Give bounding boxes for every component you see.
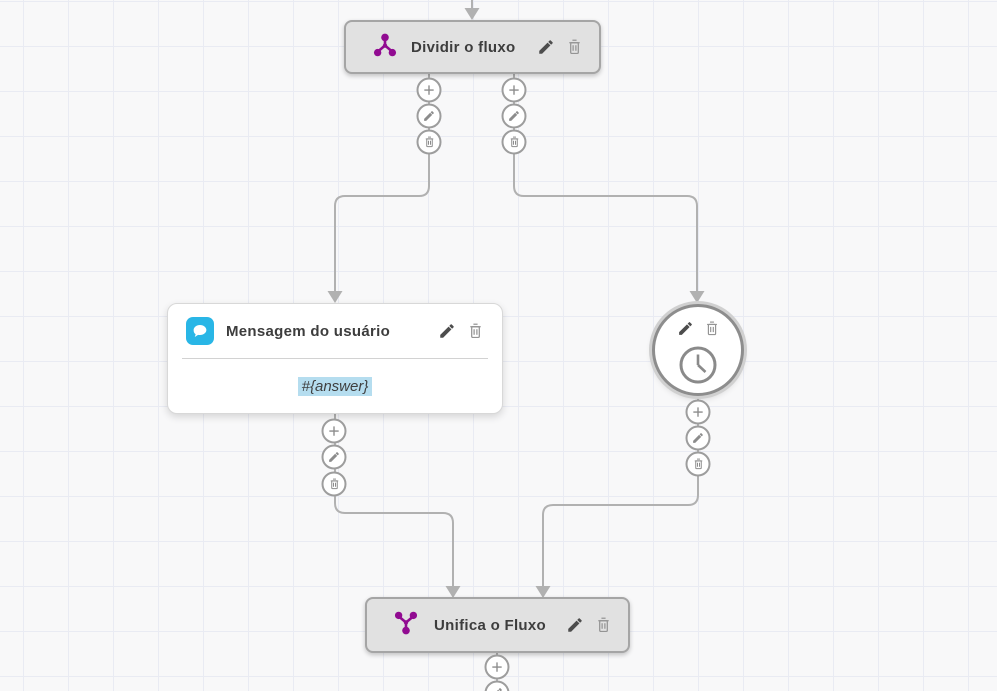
user-message-header: Mensagem do usuário: [168, 304, 502, 358]
answer-variable-token: #{answer}: [297, 377, 373, 396]
add-port-button[interactable]: [484, 654, 510, 680]
delete-port-button[interactable]: [685, 451, 711, 477]
clock-icon: [677, 344, 719, 391]
arrowhead-icon: [445, 586, 461, 598]
timer-node[interactable]: [652, 304, 744, 396]
user-message-body: #{answer}: [168, 359, 502, 414]
node-title: Unifica o Fluxo: [434, 616, 547, 634]
arrowhead-icon: [689, 291, 705, 303]
add-port-button[interactable]: [321, 418, 347, 444]
add-port-button[interactable]: [501, 77, 527, 103]
split-flow-node[interactable]: Dividir o fluxo: [344, 20, 601, 74]
node-title: Dividir o fluxo: [411, 38, 516, 56]
edit-icon[interactable]: [677, 320, 694, 337]
merge-flow-icon: [393, 610, 419, 641]
add-port-button[interactable]: [685, 399, 711, 425]
edit-icon[interactable]: [566, 616, 584, 634]
arrowhead-icon: [464, 8, 480, 20]
split-flow-icon: [372, 32, 398, 63]
delete-icon[interactable]: [595, 616, 612, 634]
divider: [182, 358, 488, 359]
add-port-button[interactable]: [416, 77, 442, 103]
wire-timer-to-merge: [542, 396, 699, 587]
merge-flow-node[interactable]: Unifica o Fluxo: [365, 597, 630, 653]
edit-port-button[interactable]: [501, 103, 527, 129]
wire-split-to-message: [334, 74, 430, 292]
delete-icon[interactable]: [566, 38, 583, 56]
delete-icon[interactable]: [704, 320, 720, 337]
user-message-node[interactable]: Mensagem do usuário #{answer}: [167, 303, 503, 414]
arrowhead-icon: [535, 586, 551, 598]
edit-port-button[interactable]: [321, 444, 347, 470]
edit-port-button[interactable]: [416, 103, 442, 129]
delete-port-button[interactable]: [321, 471, 347, 497]
edit-icon[interactable]: [438, 322, 456, 340]
wire-split-to-timer: [513, 74, 698, 292]
edit-icon[interactable]: [537, 38, 555, 56]
chat-bubble-icon: [186, 317, 214, 345]
edit-port-button[interactable]: [685, 425, 711, 451]
arrowhead-icon: [327, 291, 343, 303]
delete-icon[interactable]: [467, 322, 484, 340]
delete-port-button[interactable]: [501, 129, 527, 155]
delete-port-button[interactable]: [416, 129, 442, 155]
wire-message-to-merge: [334, 414, 454, 587]
node-title: Mensagem do usuário: [226, 322, 391, 340]
